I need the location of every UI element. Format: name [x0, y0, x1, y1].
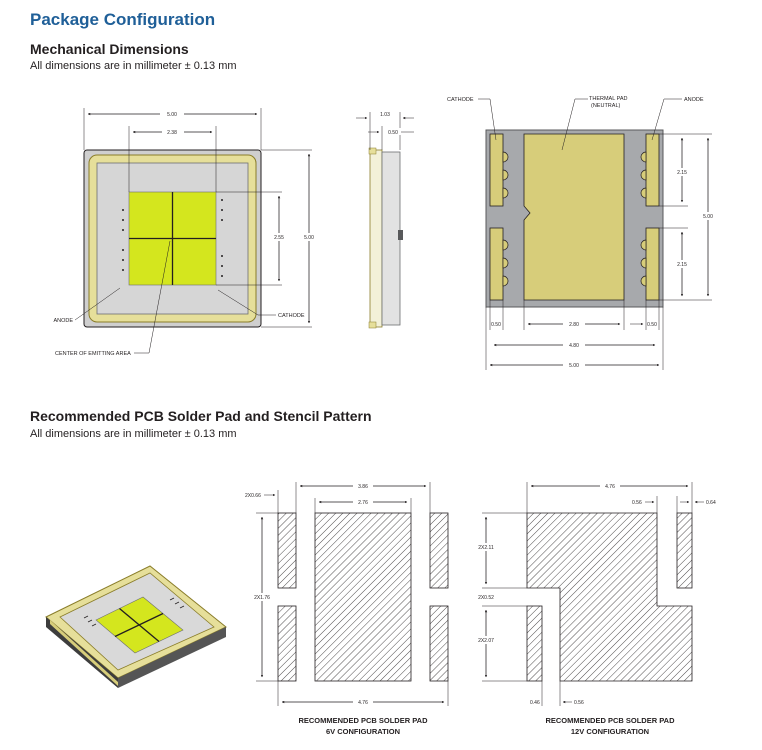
mechanical-dimensions-note: All dimensions are in millimeter ± 0.13 … [30, 60, 237, 72]
pcb-12v-upper-height-label: 2X2.11 [478, 545, 494, 551]
pcb-12v-gap-label: 0.56 [632, 500, 642, 506]
side-view-lens-label: 0.50 [388, 130, 398, 136]
pcb-12v-lower-height-label: 2X2.07 [478, 638, 494, 644]
side-view-substrate [381, 151, 401, 326]
pcb-6v-pad-right-top [429, 512, 449, 589]
pcb-6v-caption-line2: 6V CONFIGURATION [326, 727, 400, 736]
top-view-inner-height-label: 2.55 [274, 235, 284, 241]
cathode-pad-lower [489, 227, 504, 301]
bottom-view-drawing: CATHODE THERMAL PAD (NEUTRAL) ANODE 2.15… [447, 96, 717, 370]
pcb-12v-pad-left-bottom [526, 605, 543, 682]
pcb-12v-top-width-label: 4.76 [605, 484, 615, 490]
top-view-cathode-label: CATHODE [278, 313, 305, 319]
pcb-6v-pattern: 3.86 2.76 2X0.66 2X1.76 4.76 RECOMMENDED… [245, 482, 449, 736]
anode-pad-upper [645, 133, 660, 207]
thermal-pad [523, 133, 625, 301]
side-view-drawing: 1.03 0.50 [356, 112, 414, 329]
center-emitting-area-label: CENTER OF EMITTING AREA [55, 351, 131, 357]
top-view-height-label: 5.00 [304, 235, 314, 241]
left-bond-dots [122, 209, 124, 271]
pcb-pattern-heading: Recommended PCB Solder Pad and Stencil P… [30, 408, 372, 424]
castellation-half-circles [502, 151, 647, 287]
thermal-pad-sublabel: (NEUTRAL) [591, 103, 621, 109]
pcb-12v-main-pad [526, 512, 693, 682]
isometric-package-render [45, 565, 227, 688]
pcb-12v-bottom-left-label: 0.46 [530, 700, 540, 706]
upper-pad-height-label: 2.15 [677, 170, 687, 176]
thermal-pad-label: THERMAL PAD [589, 96, 628, 102]
pcb-12v-pattern: 4.76 0.56 0.64 2X2.11 2X0.52 2X2.07 0.46… [472, 482, 716, 736]
top-view-width-label: 5.00 [167, 112, 177, 118]
inner-width-label: 4.80 [569, 343, 579, 349]
pcb-6v-caption-line1: RECOMMENDED PCB SOLDER PAD [298, 716, 428, 725]
pcb-12v-right-pad-label: 0.64 [706, 500, 716, 506]
bottom-view-anode-label: ANODE [684, 97, 704, 103]
pcb-12v-caption-line2: 12V CONFIGURATION [571, 727, 649, 736]
side-view-height-label: 1.03 [380, 112, 390, 118]
anode-pad-lower [645, 227, 660, 301]
pcb-6v-pad-width-label: 2X0.66 [245, 493, 261, 499]
bottom-view-height-label: 5.00 [703, 214, 713, 220]
pcb-6v-pad-left-bottom [277, 605, 297, 682]
mechanical-dimensions-heading: Mechanical Dimensions [30, 41, 189, 57]
pcb-6v-pad-right-bottom [429, 605, 449, 682]
top-view-offset-label: 2.38 [167, 130, 177, 136]
pcb-6v-pad-left-top [277, 512, 297, 589]
top-view-anode-label: ANODE [53, 318, 73, 324]
right-bond-dots [221, 199, 223, 277]
cathode-pad-upper [489, 133, 504, 207]
pcb-12v-pad-right-top [676, 512, 693, 589]
pcb-12v-mid-gap-label: 2X0.52 [478, 595, 494, 601]
left-pad-width-label: 0.50 [491, 322, 501, 328]
pcb-12v-caption-line1: RECOMMENDED PCB SOLDER PAD [545, 716, 675, 725]
side-view-lens [369, 149, 383, 328]
pcb-6v-thermal-pad [314, 512, 412, 682]
pcb-6v-bottom-width-label: 4.76 [358, 700, 368, 706]
pcb-6v-height-label: 2X1.76 [254, 595, 270, 601]
lower-pad-height-label: 2.15 [677, 262, 687, 268]
thermal-pad-width-label: 2.80 [569, 322, 579, 328]
right-pad-width-label: 0.50 [647, 322, 657, 328]
top-view-drawing: 5.00 2.38 2.55 5.00 ANODE CATHODE CENTER… [53, 108, 320, 357]
pcb-12v-bottom-gap-label: 0.56 [574, 700, 584, 706]
pcb-6v-inner-width-label: 2.76 [358, 500, 368, 506]
bottom-view-cathode-label: CATHODE [447, 97, 474, 103]
bottom-view-width-label: 5.00 [569, 363, 579, 369]
pcb-6v-outer-width-label: 3.86 [358, 484, 368, 490]
side-view-tab [398, 230, 403, 240]
pcb-pattern-note: All dimensions are in millimeter ± 0.13 … [30, 428, 237, 440]
page-title: Package Configuration [30, 10, 216, 29]
